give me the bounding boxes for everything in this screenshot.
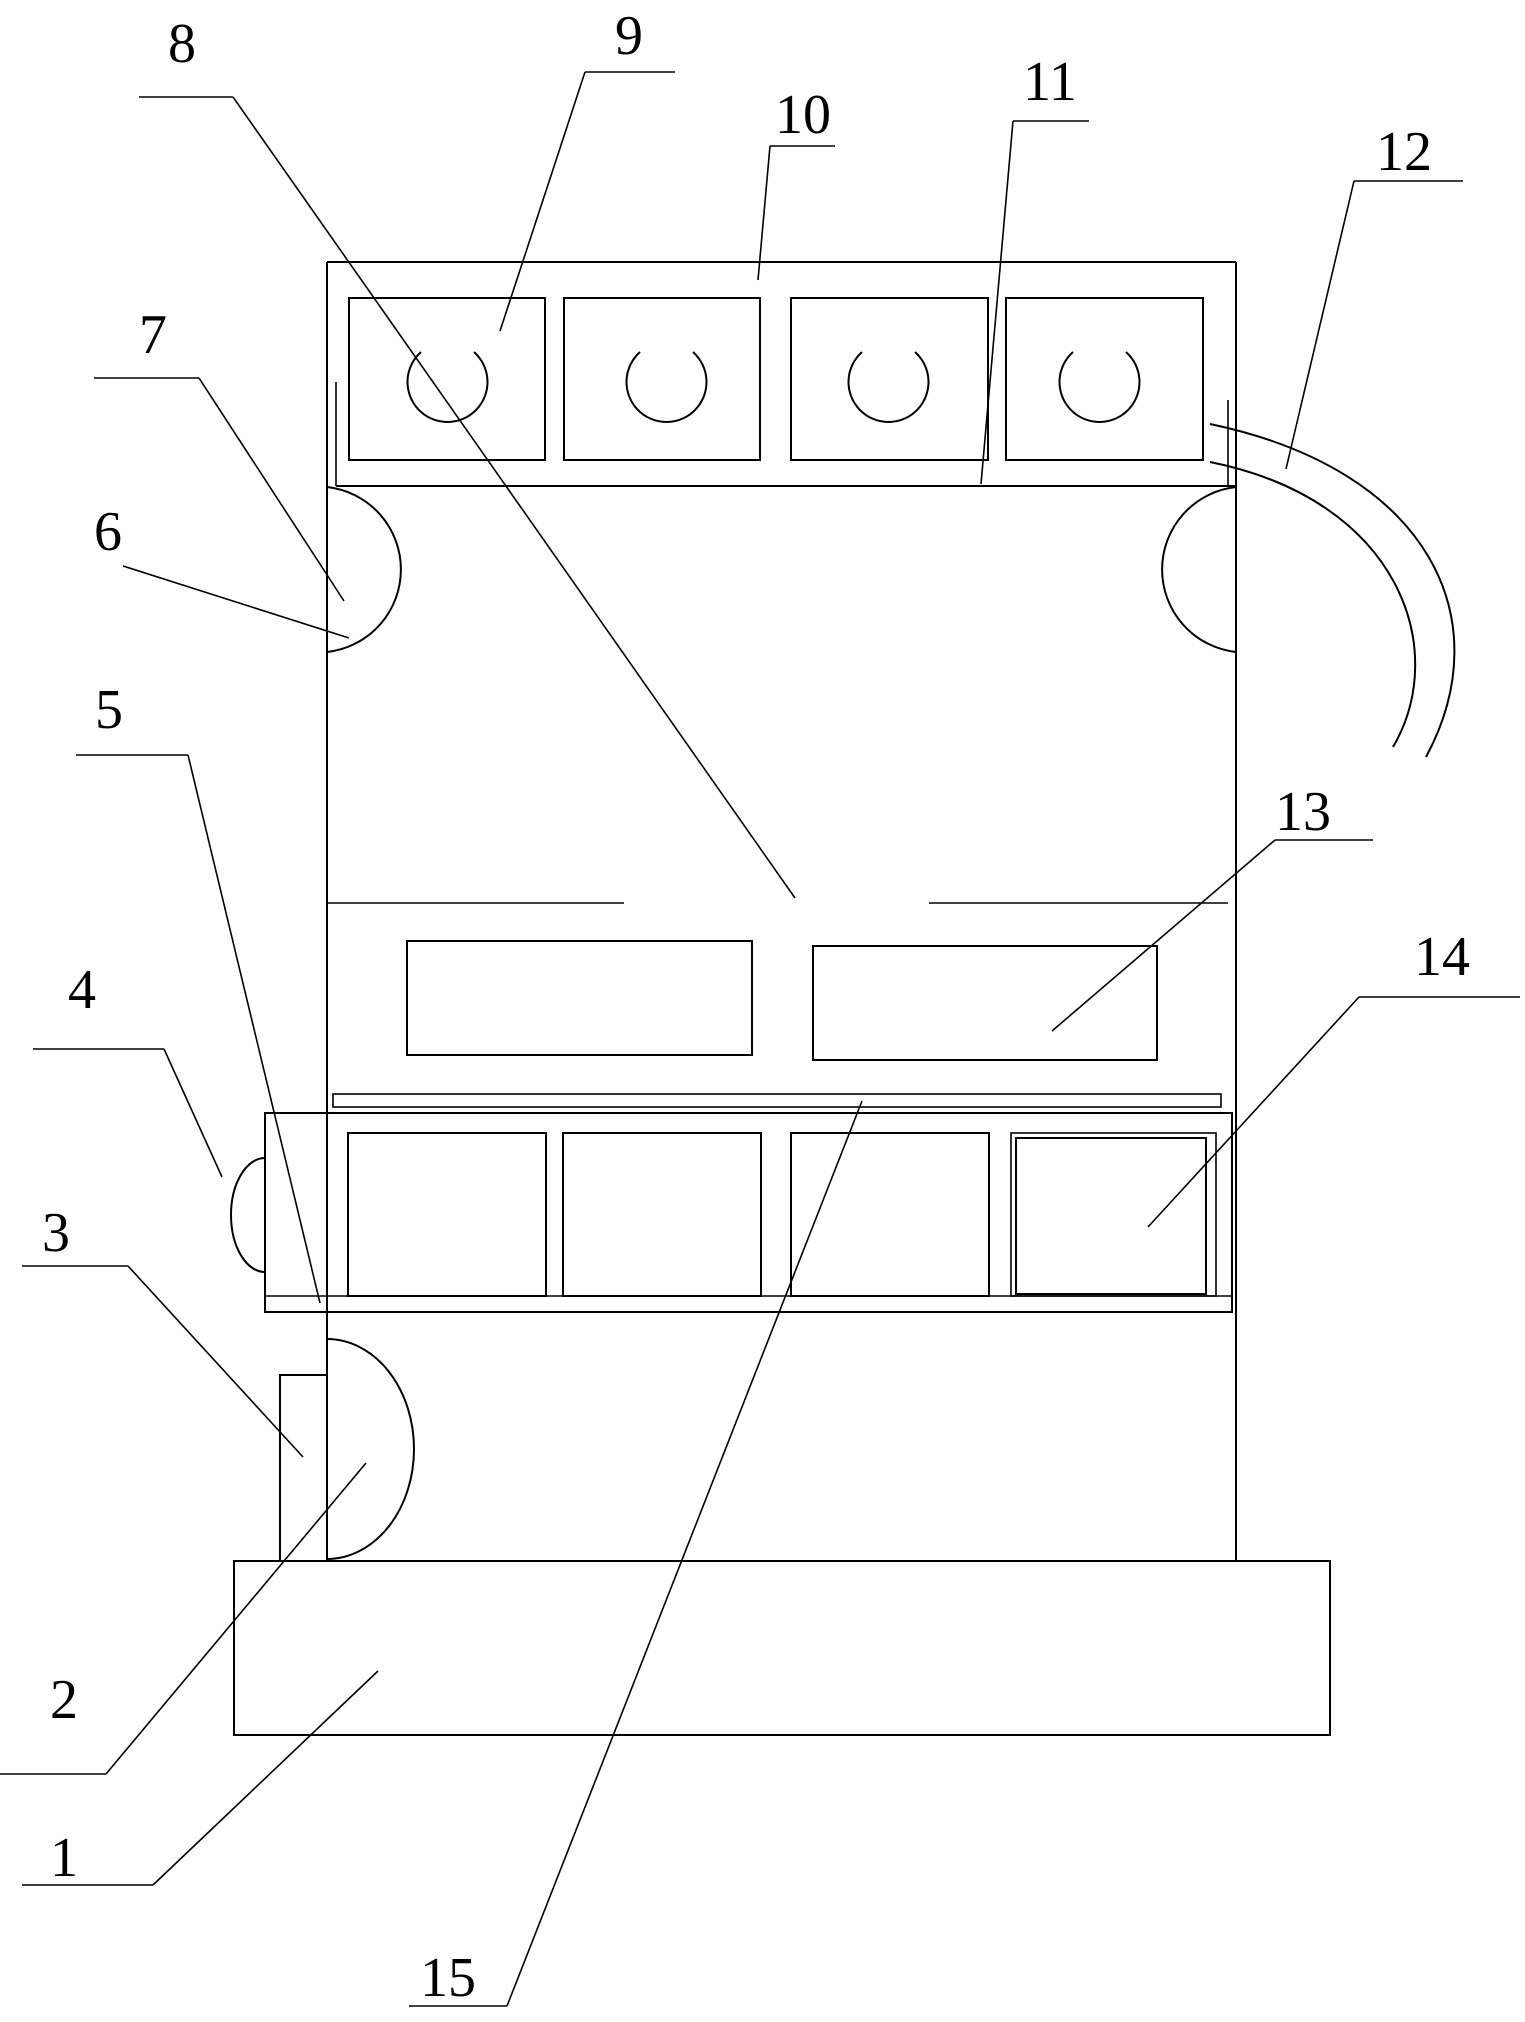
leader-line-13 [1051,839,1276,1032]
leader-line-4 [163,1048,223,1178]
leader-line-12 [1285,180,1355,470]
leader-line-10 [757,145,771,281]
top-box-1 [348,297,546,461]
ring-2 [625,351,708,423]
ring-3 [847,351,930,423]
leader-line-5 [187,754,321,1304]
leader-line-14 [1147,996,1360,1228]
label-5: 5 [95,679,123,741]
drawer-inner-box [1010,1132,1217,1297]
hatched-block-1 [347,1132,547,1297]
mid-panel-right [812,945,1158,1061]
hatched-block-3 [790,1132,990,1297]
label-3: 3 [42,1202,70,1264]
top-box-4 [1005,297,1204,461]
label-8: 8 [168,13,196,75]
label-10: 10 [775,84,831,146]
hose-inner [1209,461,1417,748]
ring-1 [406,351,489,423]
label-2: 2 [50,1669,78,1731]
left-side-bulge [326,486,402,653]
label-9: 9 [615,5,643,67]
base-plate [233,1560,1331,1736]
top-box-2 [563,297,761,461]
leader-line-11 [980,120,1014,485]
label-14: 14 [1414,926,1470,988]
label-4: 4 [68,959,96,1021]
leader-line-9 [499,71,586,332]
leader-line-8 [232,96,796,899]
label-6: 6 [94,501,122,563]
leader-line-3 [127,1265,304,1458]
top-box-3 [790,297,989,461]
label-12: 12 [1376,121,1432,183]
leader-line-7 [198,377,345,602]
ring-4 [1058,351,1141,423]
label-7: 7 [139,304,167,366]
label-1: 1 [50,1827,78,1889]
right-side-bulge [1161,486,1237,653]
leader-line-2 [105,1462,367,1775]
hose-outer [1209,423,1456,758]
drawer-top-strip [332,1093,1222,1108]
leader-line-6 [122,565,350,639]
hatched-block-4 [1015,1137,1207,1295]
label-13: 13 [1275,781,1331,843]
label-11: 11 [1023,51,1077,113]
drawer-frame [264,1112,1233,1313]
mid-panel-left [406,940,753,1056]
leader-line-1 [152,1670,379,1886]
bracket-plate [279,1374,328,1562]
label-15: 15 [420,1947,476,2009]
drawer-handle [230,1157,266,1273]
lower-semicircle [326,1338,415,1560]
leader-line-15 [506,1100,863,2007]
hatched-block-2 [562,1132,762,1297]
